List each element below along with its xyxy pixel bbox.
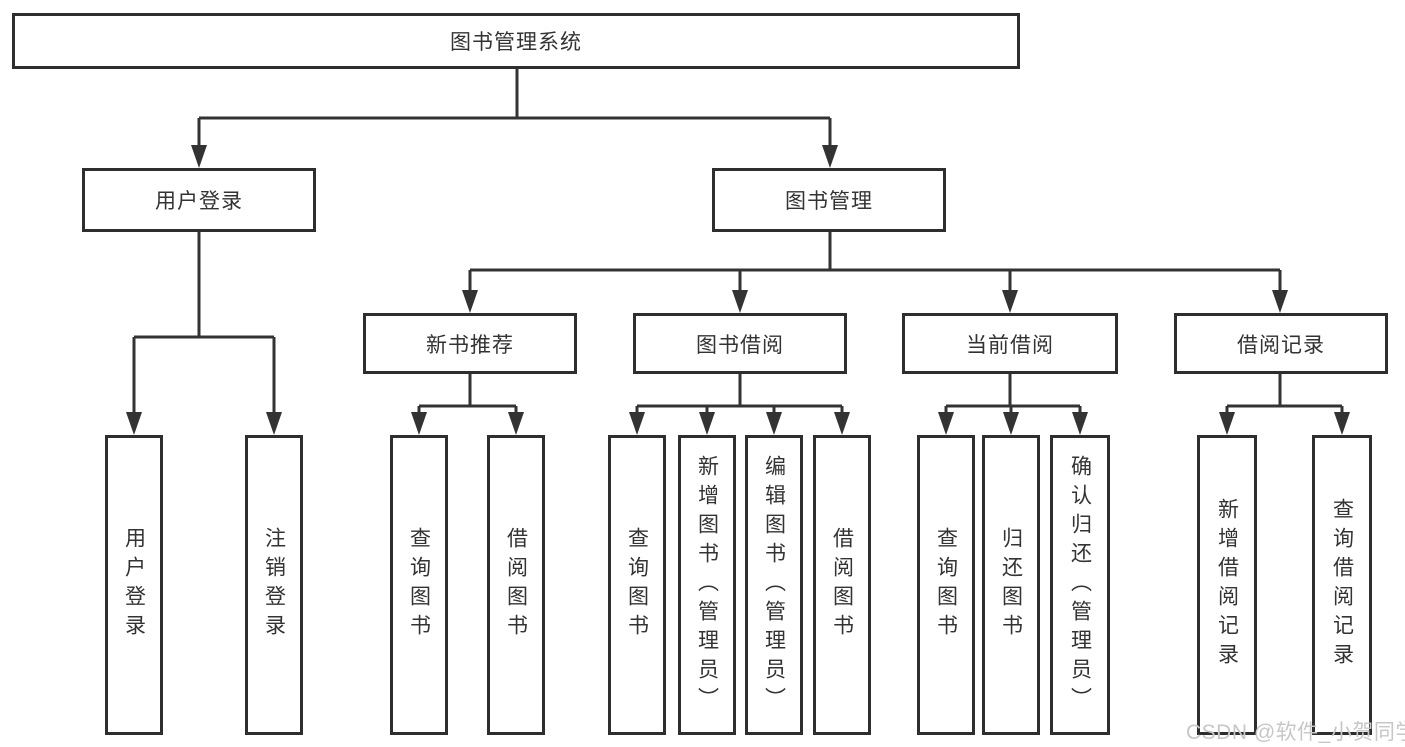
leaf-add-borrow-record: 新增借阅记录 xyxy=(1197,435,1257,735)
leaf-query-books-current: 查询图书 xyxy=(917,435,975,735)
arrowhead xyxy=(266,412,282,435)
leaf-return-books: 归还图书 xyxy=(982,435,1040,735)
node-library-management-system: 图书管理系统 xyxy=(12,13,1020,69)
arrowhead xyxy=(462,290,478,313)
arrowhead xyxy=(1272,290,1288,313)
arrowhead xyxy=(191,145,207,168)
arrowhead xyxy=(699,412,715,435)
arrowhead xyxy=(508,412,524,435)
connector-recommend-to-leaves xyxy=(411,374,524,435)
arrowhead xyxy=(732,290,748,313)
csdn-watermark: CSDN @软件_小贺同学 xyxy=(1186,721,1405,744)
arrowhead xyxy=(766,412,782,435)
arrowhead xyxy=(1072,412,1088,435)
arrowhead xyxy=(1334,412,1350,435)
arrowhead xyxy=(411,412,427,435)
leaf-borrow-books-recommend: 借阅图书 xyxy=(487,435,545,735)
leaf-query-books-recommend: 查询图书 xyxy=(390,435,448,735)
leaf-confirm-return-admin: 确认归还（管理员） xyxy=(1050,435,1110,735)
leaf-add-books-admin: 新增图书（管理员） xyxy=(678,435,736,735)
node-borrowing-records: 借阅记录 xyxy=(1174,313,1388,374)
leaf-edit-books-admin: 编辑图书（管理员） xyxy=(745,435,803,735)
node-book-management-branch: 图书管理 xyxy=(712,168,946,232)
leaf-borrow-books: 借阅图书 xyxy=(813,435,871,735)
connector-root-to-level1 xyxy=(191,69,838,168)
node-new-book-recommendation: 新书推荐 xyxy=(363,313,577,374)
arrowhead xyxy=(822,145,838,168)
leaf-user-login: 用户登录 xyxy=(105,435,163,735)
node-current-borrowing: 当前借阅 xyxy=(902,313,1118,374)
arrowhead xyxy=(1219,412,1235,435)
arrowhead xyxy=(1002,290,1018,313)
leaf-query-books-borrow: 查询图书 xyxy=(608,435,666,735)
connector-borrow-to-leaves xyxy=(629,374,850,435)
arrowhead xyxy=(126,412,142,435)
node-user-login-branch: 用户登录 xyxy=(82,168,316,232)
arrowhead xyxy=(1003,412,1019,435)
arrowhead xyxy=(938,412,954,435)
connector-current-to-leaves xyxy=(938,374,1088,435)
arrowhead xyxy=(629,412,645,435)
leaf-query-borrow-record: 查询借阅记录 xyxy=(1312,435,1372,735)
arrowhead xyxy=(834,412,850,435)
leaf-logout: 注销登录 xyxy=(245,435,303,735)
connector-records-to-leaves xyxy=(1219,374,1350,435)
connector-mgmt-to-level2 xyxy=(462,232,1288,313)
node-book-borrowing: 图书借阅 xyxy=(633,313,847,374)
connector-login-to-leaves xyxy=(126,232,282,435)
